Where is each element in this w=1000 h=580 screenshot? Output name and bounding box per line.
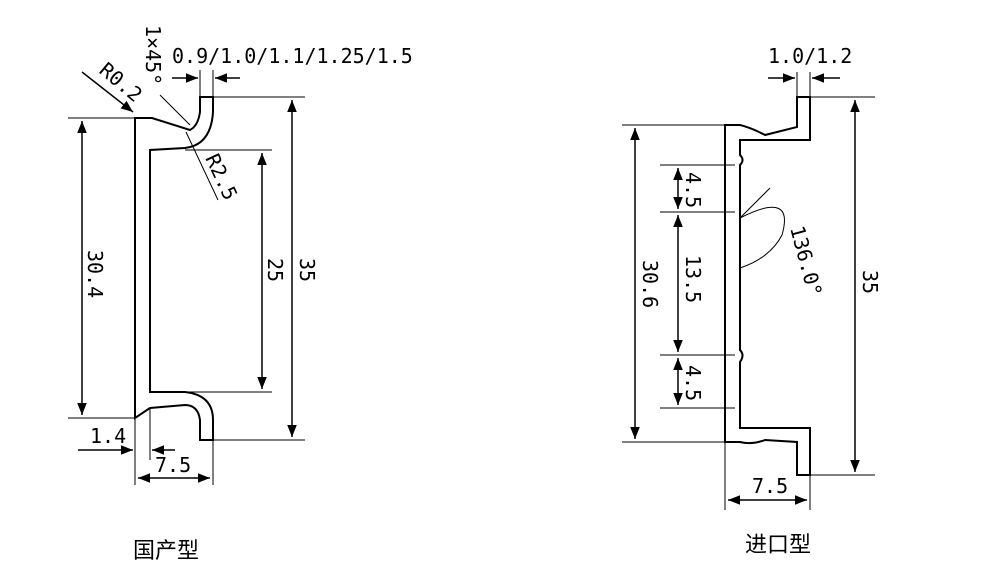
domestic-chamfer-label: 1×45° — [141, 25, 165, 85]
imported-top-bump-label: 4.5 — [681, 172, 705, 208]
domestic-caption: 国产型 — [133, 539, 200, 564]
imported-width-label: 7.5 — [752, 474, 788, 498]
imported-height-outer-label: 35 — [858, 270, 882, 294]
imported-angle-label: 136.0° — [785, 223, 827, 299]
domestic-dimensions — [68, 70, 305, 485]
domestic-thickness-label: 0.9/1.0/1.1/1.25/1.5 — [172, 44, 413, 68]
domestic-inner-radius-label: R0.2 — [95, 57, 147, 106]
imported-thickness-label: 1.0/1.2 — [768, 44, 852, 68]
imported-height-left-label: 30.6 — [638, 260, 662, 308]
imported-profile-group — [724, 96, 811, 476]
domestic-profile — [134, 96, 214, 441]
domestic-profile-group — [134, 96, 214, 441]
imported-bottom-bump-label: 4.5 — [681, 365, 705, 401]
imported-caption: 进口型 — [745, 533, 812, 558]
imported-dimensions — [622, 72, 875, 510]
domestic-height-left-label: 30.4 — [83, 250, 107, 298]
domestic-height-outer-label: 35 — [295, 258, 319, 282]
domestic-lip-label: 1.4 — [90, 424, 126, 448]
imported-profile — [724, 96, 811, 476]
imported-mid-label: 13.5 — [681, 255, 705, 303]
domestic-width-label: 7.5 — [155, 453, 191, 477]
domestic-height-inner-label: 25 — [263, 258, 287, 282]
